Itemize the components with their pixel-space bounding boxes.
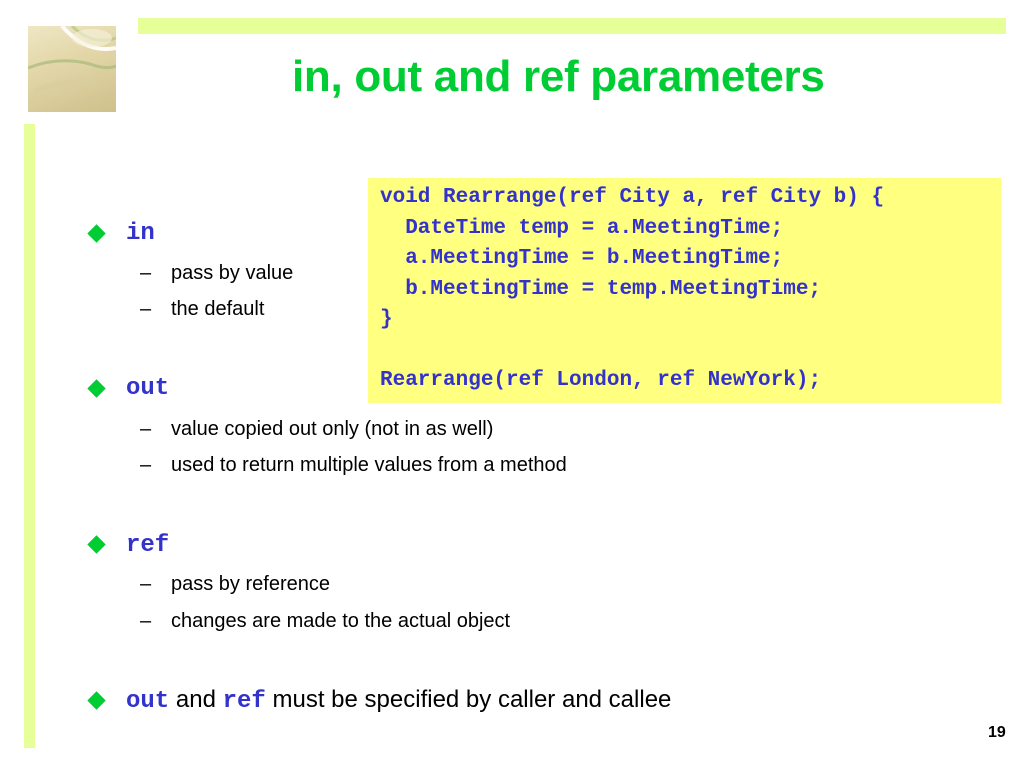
bullet-heading: out [126,373,169,402]
keyword-out: out [126,688,170,715]
bullet-heading: in [126,218,155,247]
diamond-bullet-icon [87,691,106,710]
bullet-heading: ref [126,530,169,559]
keyword-ref: ref [126,532,170,559]
sub-bullet-text: value copied out only (not in as well) [171,418,494,440]
page-number: 19 [988,724,1006,741]
final-bullet-text: out and ref must be specified by caller … [126,686,671,715]
keyword-in: in [126,220,155,247]
left-accent-bar [24,124,35,748]
dash-marker: – [140,454,152,476]
code-line: a.MeetingTime = b.MeetingTime; [380,247,784,270]
dash-marker: – [140,298,152,320]
code-line: DateTime temp = a.MeetingTime; [380,217,784,240]
code-line: Rearrange(ref London, ref NewYork); [380,369,822,392]
decorative-logo-image [28,26,116,112]
dash-marker: – [140,573,152,595]
sub-bullet-text: pass by value [171,262,294,284]
top-accent-bar [138,18,1006,34]
code-line: void Rearrange(ref City a, ref City b) { [380,186,885,209]
sub-bullet-text: pass by reference [171,573,330,595]
dash-marker: – [140,610,152,632]
diamond-bullet-icon [87,379,106,398]
code-line: } [380,308,393,331]
sub-bullet-text: used to return multiple values from a me… [171,454,567,476]
dash-marker: – [140,262,152,284]
final-bullet-rest: must be specified by caller and callee [272,686,672,713]
code-block: void Rearrange(ref City a, ref City b) {… [368,178,1001,403]
code-line: b.MeetingTime = temp.MeetingTime; [380,278,822,301]
sub-bullet-text: the default [171,298,265,320]
diamond-bullet-icon [87,535,106,554]
sub-bullet-text: changes are made to the actual object [171,610,511,632]
keyword-ref: ref [222,688,266,715]
keyword-out: out [126,375,170,402]
and-text: and [175,686,216,713]
dash-marker: – [140,418,152,440]
slide-title: in, out and ref parameters [292,52,825,101]
diamond-bullet-icon [87,224,106,243]
